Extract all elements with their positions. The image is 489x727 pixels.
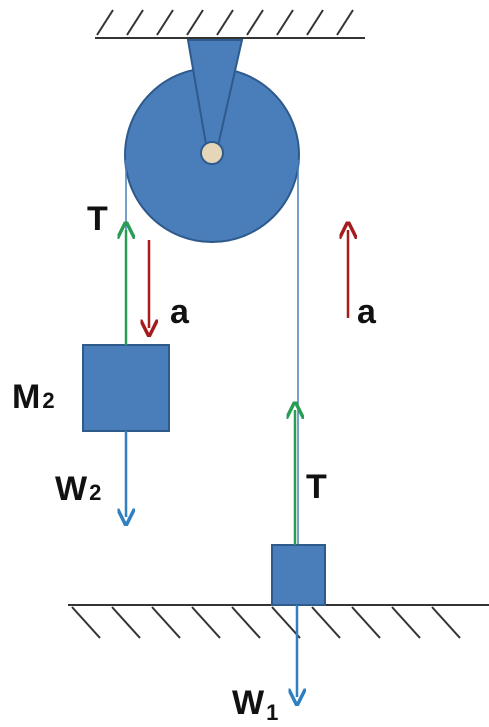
- label-acceleration-right: a: [357, 293, 377, 331]
- label-mass-m2-main: M: [12, 378, 40, 416]
- ceiling-hatching: [96, 9, 354, 36]
- mass-m2-block: [82, 344, 170, 432]
- label-mass-m2-subscript: 2: [42, 388, 54, 413]
- label-weight-w1: W1: [232, 684, 278, 725]
- pulley-axle: [200, 141, 224, 165]
- label-weight-w2-subscript: 2: [89, 480, 101, 505]
- mass-m1-block: [271, 544, 326, 606]
- ceiling-support: [95, 9, 365, 39]
- floor: [68, 604, 489, 639]
- label-weight-w1-subscript: 1: [266, 700, 278, 725]
- floor-hatching: [71, 606, 461, 639]
- label-acceleration-left: a: [170, 293, 190, 331]
- label-tension-left: T: [87, 200, 108, 238]
- label-mass-m2: M2: [12, 378, 55, 416]
- label-tension-right: T: [306, 468, 327, 506]
- label-weight-w2-main: W: [55, 470, 88, 508]
- label-weight-w1-main: W: [232, 684, 265, 722]
- label-weight-w2: W2: [55, 470, 101, 508]
